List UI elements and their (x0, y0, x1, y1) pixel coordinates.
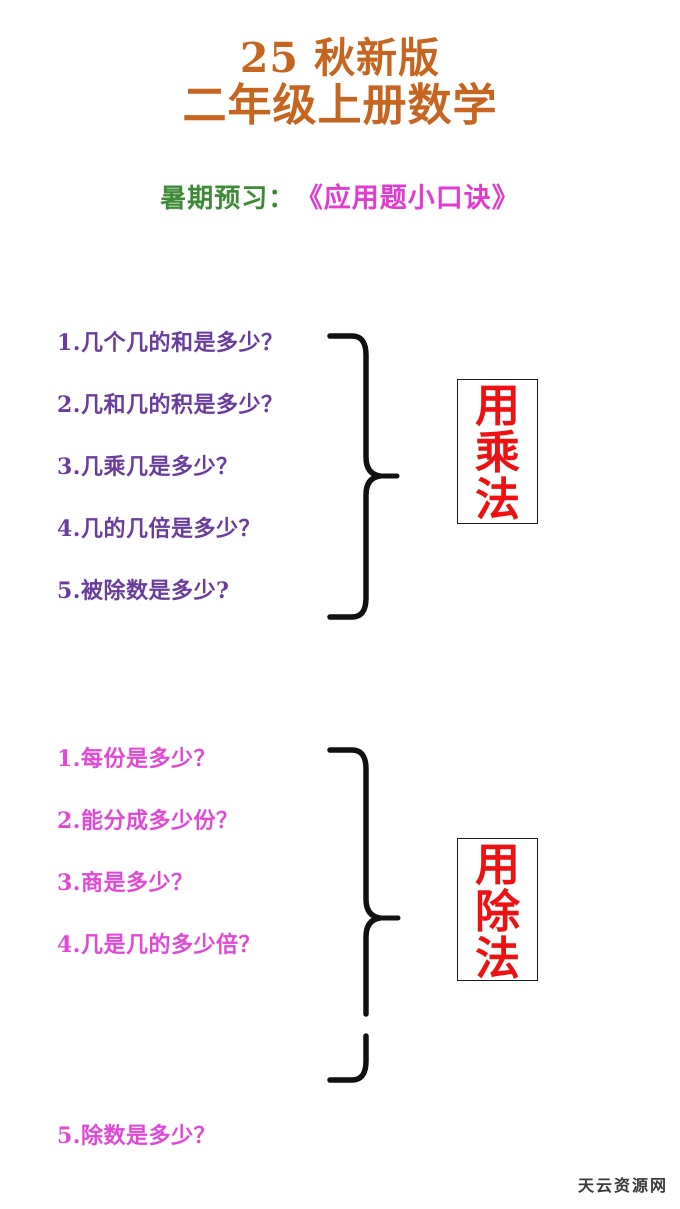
title-line-1: 25 秋新版 (239, 34, 441, 82)
result-char: 用 (474, 379, 520, 432)
subtitle-main: 《应用题小口诀》 (309, 183, 520, 214)
result-char: 乘 (474, 426, 520, 479)
list-item: 2.能分成多少份？ (57, 808, 239, 834)
subtitle-lead: 暑期预习： (160, 184, 296, 214)
list-item: 4.几的几倍是多少？ (57, 516, 261, 542)
list-item: 5.被除数是多少? (57, 578, 230, 604)
list-item: 1.几个几的和是多少？ (57, 330, 284, 356)
list-item: 5.除数是多少？ (57, 1123, 216, 1149)
watermark: 天云资源网 (578, 1176, 669, 1195)
title-line-2: 二年级上册数学 (182, 80, 498, 132)
brace-multiplication (322, 322, 408, 637)
result-char: 除 (474, 885, 520, 938)
page-subtitle: 暑期预习： 《应用题小口诀》 (0, 176, 680, 215)
list-item: 3.几乘几是多少？ (57, 454, 239, 480)
question-list-multiplication: 1.几个几的和是多少？ 2.几和几的积是多少？ 3.几乘几是多少？ 4.几的几倍… (57, 328, 283, 638)
question-list-division: 1.每份是多少？ 2.能分成多少份？ 3.商是多少？ 4.几是几的多少倍？ (57, 744, 261, 992)
result-char: 用 (474, 838, 520, 891)
result-char: 法 (474, 932, 520, 985)
list-item: 3.商是多少？ (57, 870, 194, 896)
result-box-division: 用 除 法 (457, 838, 538, 985)
page-title: 25 秋新版 二年级上册数学 (0, 36, 680, 130)
list-item: 4.几是几的多少倍？ (57, 932, 261, 958)
brace-division (322, 736, 408, 1101)
list-item: 1.每份是多少？ (57, 746, 216, 772)
result-box-multiplication: 用 乘 法 (457, 379, 538, 524)
list-item: 2.几和几的积是多少？ (57, 392, 284, 418)
result-char: 法 (474, 473, 520, 526)
